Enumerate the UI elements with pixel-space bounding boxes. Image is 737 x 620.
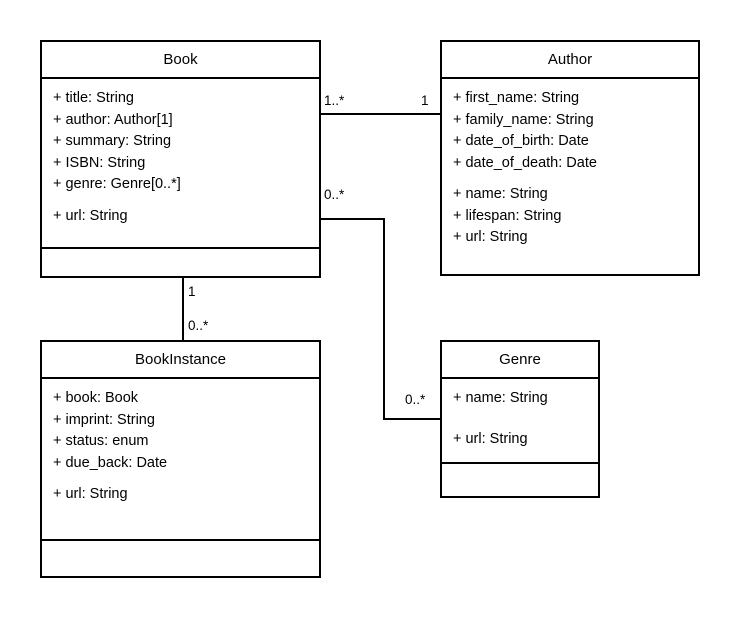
class-attributes-bookinstance: + book: Book + imprint: String + status:…: [42, 379, 319, 539]
class-title-book: Book: [42, 42, 319, 80]
uml-class-bookinstance[interactable]: BookInstance + book: Book + imprint: Str…: [40, 340, 321, 578]
uml-class-author[interactable]: Author + first_name: String + family_nam…: [440, 40, 700, 276]
class-attribute: + genre: Genre[0..*]: [53, 176, 181, 193]
class-attribute: + title: String: [53, 90, 134, 107]
class-attribute: + status: enum: [53, 433, 149, 450]
class-title-bookinstance: BookInstance: [42, 342, 319, 380]
multiplicity-book-author-source: 1..*: [324, 93, 345, 108]
class-methods-genre: [442, 461, 598, 496]
class-attribute: + family_name: String: [453, 111, 594, 128]
class-attribute: + date_of_death: Date: [453, 154, 597, 171]
class-attribute: + summary: String: [53, 133, 172, 150]
association-line-book-genre: [321, 218, 440, 420]
class-attribute: + url: String: [53, 207, 128, 224]
class-title-genre: Genre: [442, 342, 598, 379]
class-attribute: + book: Book: [53, 390, 139, 407]
class-methods-book: [42, 246, 319, 276]
class-title-author: Author: [442, 42, 698, 80]
multiplicity-book-genre-source: 0..*: [324, 187, 345, 202]
uml-class-book[interactable]: Book + title: String + author: Author[1]…: [40, 40, 321, 278]
multiplicity-book-genre-target: 0..*: [405, 392, 426, 407]
multiplicity-book-author-target: 1: [421, 93, 429, 108]
class-attribute: + imprint: String: [53, 411, 155, 428]
class-attribute: + date_of_birth: Date: [453, 133, 589, 150]
class-attribute: + url: String: [53, 486, 128, 503]
class-attributes-author: + first_name: String + family_name: Stri…: [442, 79, 698, 274]
class-attribute: + name: String: [453, 186, 548, 203]
class-attributes-book: + title: String + author: Author[1] + su…: [42, 79, 319, 247]
class-attribute: + name: String: [453, 390, 548, 406]
multiplicity-book-bookinstance-target: 0..*: [188, 318, 209, 333]
class-attribute-spacer: [453, 174, 687, 184]
class-methods-bookinstance: [42, 538, 319, 576]
class-attribute: + lifespan: String: [453, 207, 562, 224]
uml-class-genre[interactable]: Genre + name: String + url: String: [440, 340, 600, 498]
class-attribute-spacer: [53, 474, 308, 484]
class-attribute-spacer: [453, 410, 587, 429]
class-attribute: + first_name: String: [453, 90, 580, 107]
class-attribute: + url: String: [453, 229, 528, 246]
class-attributes-genre: + name: String + url: String: [442, 379, 598, 462]
class-attribute: + author: Author[1]: [53, 111, 173, 128]
class-attribute: + url: String: [453, 430, 528, 447]
class-attribute: + ISBN: String: [53, 154, 146, 171]
class-attribute-spacer: [53, 196, 308, 206]
multiplicity-book-bookinstance-source: 1: [188, 284, 196, 299]
class-attribute: + due_back: Date: [53, 454, 168, 471]
